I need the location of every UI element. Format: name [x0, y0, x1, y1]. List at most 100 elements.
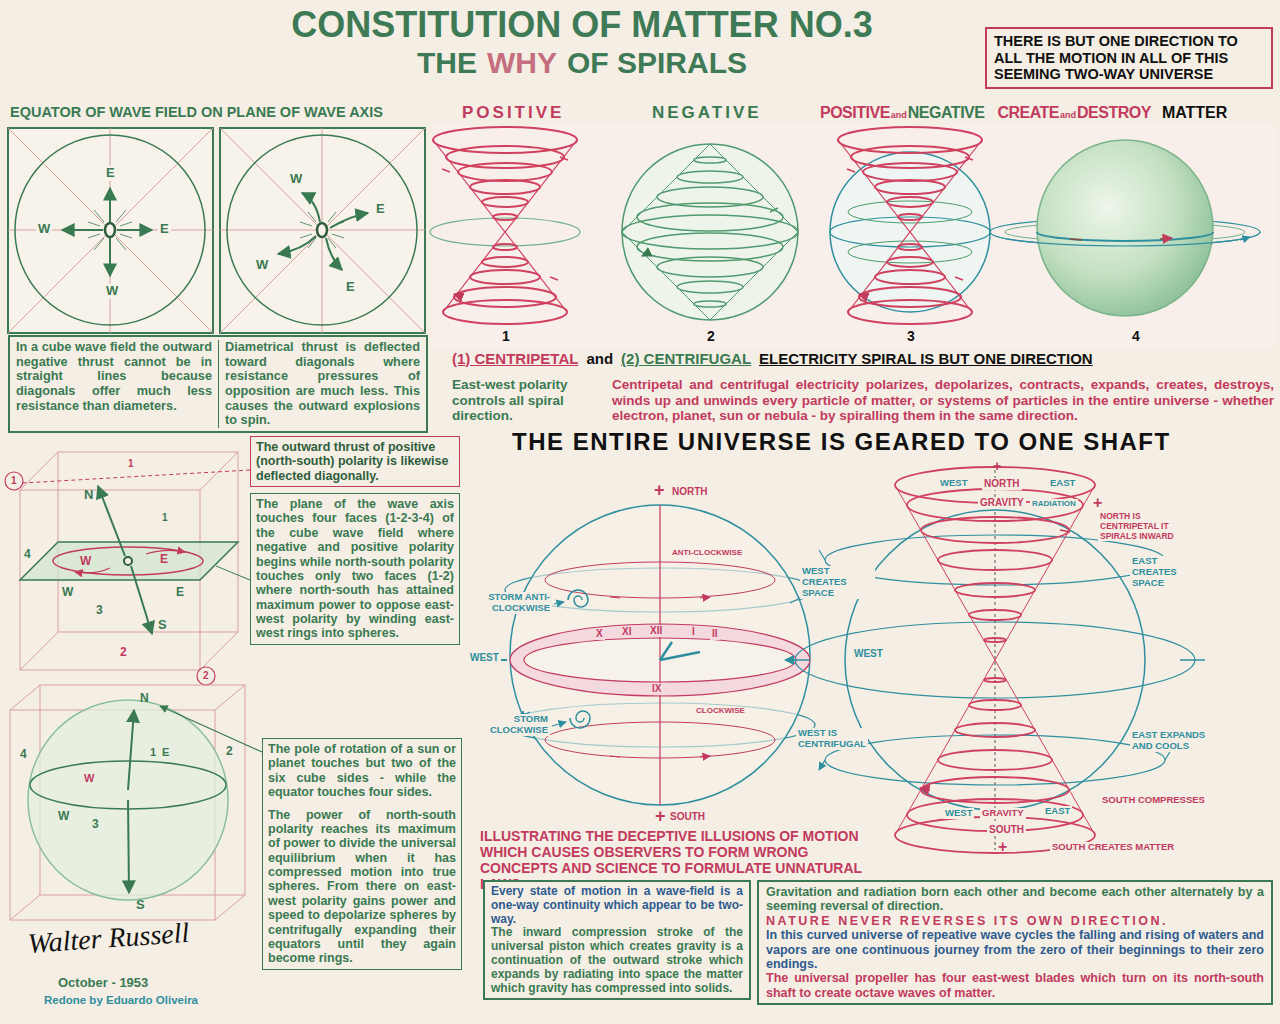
figure-label: EAST EXPANDS AND COOLS — [1130, 730, 1210, 752]
negative-spiral-figure — [677, 171, 743, 183]
figure-label: W — [36, 222, 52, 237]
text-row: POSITIVEandNEGATIVECREATEandDESTROYMATTE… — [820, 104, 1227, 122]
wave-field-square — [62, 229, 103, 231]
wave-field-square — [15, 135, 205, 325]
earth-globe — [497, 505, 815, 805]
figure-label: 1 — [500, 328, 512, 344]
negative-spiral-figure — [657, 187, 763, 207]
heading-part: DESTROY — [1077, 104, 1151, 122]
figure-label: E — [158, 222, 171, 237]
figure-label: SOUTH — [987, 824, 1026, 836]
negative-spiral-figure — [694, 157, 726, 163]
figure-strip — [432, 125, 1275, 347]
sphere-figure — [1070, 238, 1172, 240]
box-text: In a cube wave field the outward negativ… — [10, 340, 218, 428]
heading-part: NEGATIVE — [908, 104, 985, 122]
heading-part: WHY — [487, 46, 557, 81]
figure-label: Walter Russell — [27, 917, 190, 960]
box-text: NATURE NEVER REVERSES ITS OWN DIRECTION. — [766, 914, 1264, 928]
heading-part: and — [1060, 110, 1076, 120]
heading-part: (1) CENTRIPETAL — [452, 350, 578, 367]
cube-wave-field — [5, 472, 23, 490]
heading-part: ELECTRICITY SPIRAL IS BUT ONE DIRECTION — [759, 350, 1093, 367]
wave-field-square — [8, 128, 213, 333]
figure-label: RADIATION — [1030, 499, 1078, 508]
figure-label: 2 — [705, 328, 717, 344]
cube-wave-field — [131, 566, 152, 634]
figure-label: EAST — [1048, 478, 1077, 489]
wave-field-square — [220, 128, 425, 333]
figure-label: XII — [648, 625, 664, 637]
cube-sphere — [128, 710, 134, 790]
earth-globe — [610, 597, 710, 598]
figure-label: W — [58, 810, 69, 824]
positive-spiral-figure — [433, 127, 577, 324]
cube-wave-field — [53, 547, 203, 575]
wave-field-square — [330, 213, 368, 228]
figure-label: NORTH — [982, 478, 1022, 490]
figure-label: STORM ANTI-CLOCKWISE — [462, 592, 552, 614]
heading-part: OF SPIRALS — [567, 46, 747, 81]
earth-globe — [659, 505, 660, 805]
figure-label: N — [84, 488, 93, 503]
figure-label: W — [84, 772, 94, 785]
wave-field-square — [317, 223, 327, 237]
figure-label: NORTH — [672, 486, 708, 498]
combined-spiral-figure — [830, 127, 990, 324]
figure-label: 1 — [162, 512, 168, 524]
cube-sphere — [10, 685, 245, 920]
negative-spiral-figure — [622, 215, 798, 249]
universal-shaft-figure — [938, 750, 1052, 770]
sphere-figure — [990, 232, 1260, 246]
cube-wave-field — [75, 568, 110, 573]
combined-spiral-figure — [838, 127, 982, 324]
figure-label: NEGATIVE — [652, 103, 762, 123]
sphere-figure — [1037, 232, 1213, 241]
figure-label: 2 — [226, 745, 233, 759]
negative-spiral-figure — [677, 281, 743, 293]
figure-label: W — [104, 284, 120, 299]
cube-sphere — [160, 706, 262, 752]
figure-label: E — [374, 202, 387, 217]
wave-field-square — [109, 188, 111, 222]
figure-label: GRAVITY — [980, 808, 1026, 819]
figure-label: IX — [650, 683, 663, 695]
figure-label: POSITIVE — [462, 103, 564, 123]
earth-globe — [518, 597, 802, 717]
earth-globe — [610, 756, 710, 757]
earth-globe — [510, 624, 810, 696]
universal-shaft-figure — [969, 610, 1021, 620]
wave-field-square — [220, 128, 425, 333]
figure-label: WEST CREATES SPACE — [800, 566, 875, 599]
box-text: The pole of rotation of a sun or planet … — [268, 742, 456, 800]
box-text: In this curved universe of repeative wav… — [766, 928, 1264, 971]
figure-label: + — [655, 806, 666, 827]
earth-globe — [552, 722, 566, 726]
universal-shaft-figure — [895, 485, 1095, 835]
wave-field-square — [8, 128, 213, 333]
negative-spiral-figure — [622, 144, 798, 320]
cube-wave-field — [5, 452, 250, 685]
figure-label: STORM CLOCKWISE — [480, 714, 550, 736]
figure-label: S — [158, 618, 167, 633]
text-box: In a cube wave field the outward negativ… — [8, 335, 428, 433]
figure-label: WEST — [938, 478, 969, 489]
negative-spiral-figure — [694, 301, 726, 307]
universal-shaft-figure — [920, 530, 1070, 790]
earth-globe — [554, 602, 564, 604]
figure-label: 4 — [24, 548, 31, 562]
universal-shaft-figure — [969, 700, 1021, 710]
positive-spiral-figure — [430, 127, 580, 324]
universal-shaft-figure — [984, 638, 1006, 642]
wave-field-square — [8, 128, 213, 333]
heading-part: POSITIVE — [820, 104, 890, 122]
figure-strip — [432, 125, 1275, 347]
figure-label: 2 — [120, 646, 127, 660]
heading-part: MATTER — [1162, 104, 1227, 122]
figure-label: W — [62, 586, 73, 600]
heading-part: THE — [417, 46, 477, 81]
negative-spiral-figure — [622, 144, 798, 320]
earth-globe — [510, 505, 810, 805]
earth-globe — [570, 711, 590, 728]
cube-sphere — [28, 700, 228, 900]
